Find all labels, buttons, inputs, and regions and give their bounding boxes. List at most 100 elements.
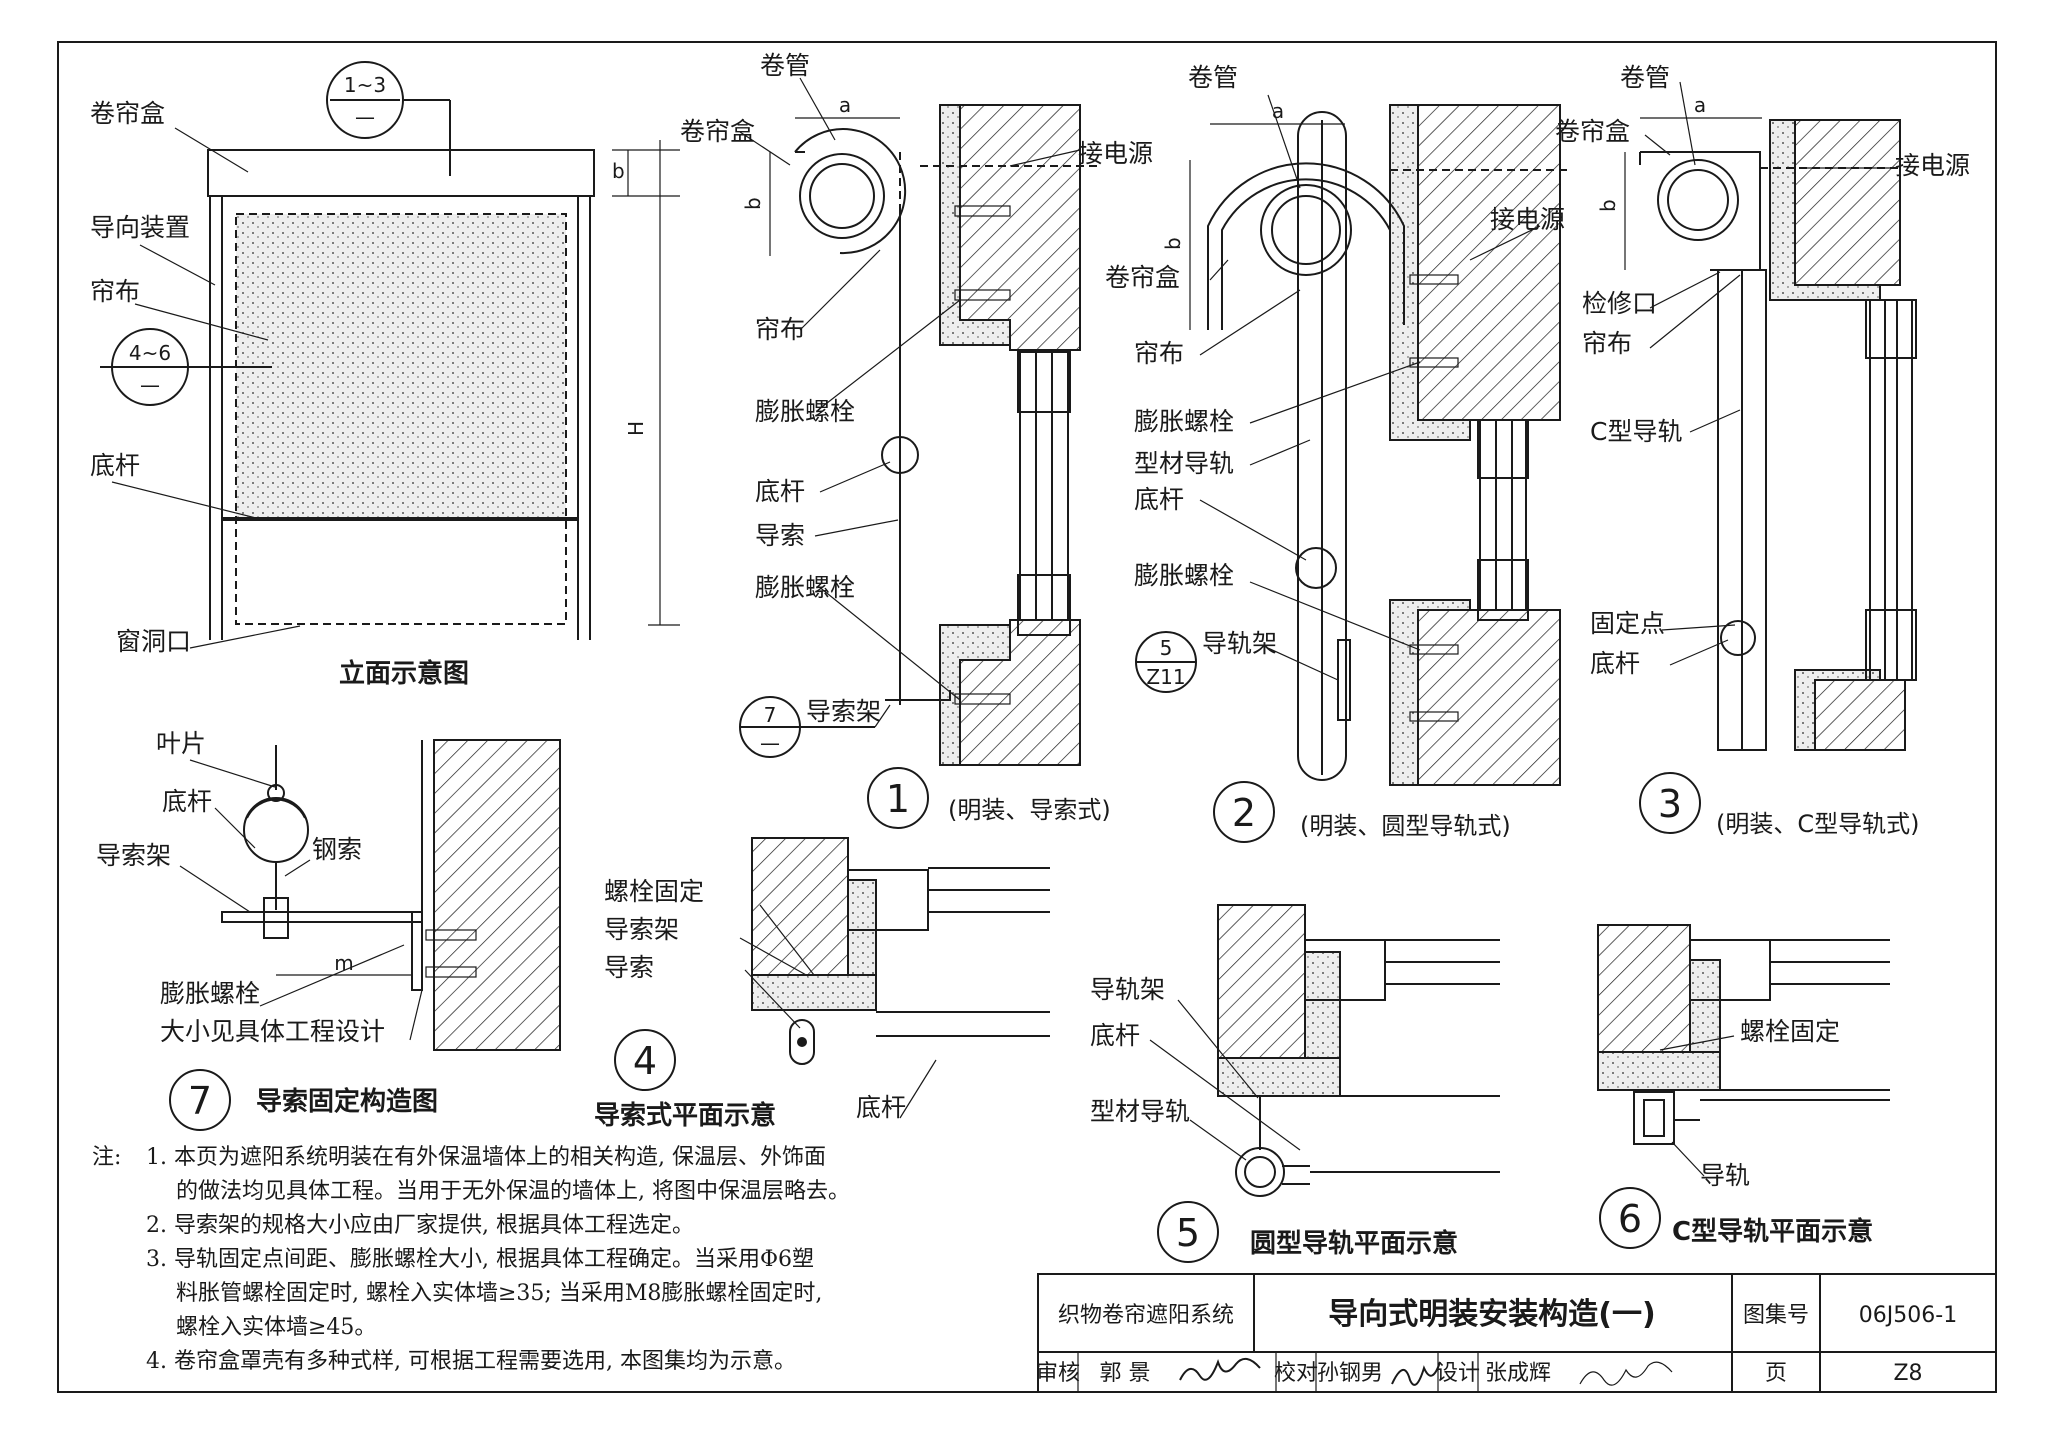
d7-dim-m: m <box>334 951 353 975</box>
d2-caption: (明装、圆型导轨式) <box>1300 812 1511 840</box>
tb-title: 导向式明装安装构造(一) <box>1328 1297 1655 1332</box>
elev-dim-h: H <box>624 421 648 436</box>
d7-number-circle <box>169 1069 231 1131</box>
box-body <box>207 149 595 197</box>
d7-label-bottom-bar: 底杆 <box>162 787 212 816</box>
detail-3: a b 卷管 卷帘盒 接电源 检修口 帘布 C型导轨 固定点 底杆 3 (明装、… <box>1555 63 1970 838</box>
callout-side-dash: — <box>140 373 160 397</box>
note-line-5: 料胀管螺栓固定时, 螺栓入实体墙≥35; 当采用M8膨胀螺栓固定时, <box>176 1281 822 1306</box>
d6-number: 6 <box>1618 1197 1642 1241</box>
d6-label-bolt-fix: 螺栓固定 <box>1740 1017 1840 1046</box>
d7-label-wire: 钢索 <box>312 835 362 864</box>
detail-6: 螺栓固定 导轨 6 C型导轨平面示意 <box>1597 924 1890 1249</box>
d2-label-tube: 卷管 <box>1188 63 1238 92</box>
d2-dim-a: a <box>1272 99 1284 123</box>
d3-dim-b: b <box>1596 199 1620 212</box>
callout-side-number: 4~6 <box>129 341 171 365</box>
tb-page-label: 页 <box>1765 1361 1787 1386</box>
d7-number: 7 <box>188 1079 212 1123</box>
tb-page-no: Z8 <box>1893 1361 1922 1386</box>
d7-caption: 导索固定构造图 <box>256 1086 438 1117</box>
window-opening <box>235 213 567 625</box>
d6-caption: C型导轨平面示意 <box>1672 1216 1873 1247</box>
d4-label-bolt-fix: 螺栓固定 <box>604 877 704 906</box>
d2-callout-sheet: Z11 <box>1146 665 1185 689</box>
note-line-1: 1. 本页为遮阳系统明装在有外保温墙体上的相关构造, 保温层、外饰面 <box>146 1145 826 1170</box>
tb-design-label: 设计 <box>1436 1361 1480 1386</box>
d3-label-power: 接电源 <box>1895 151 1970 180</box>
d3-dim-a: a <box>1694 93 1706 117</box>
d4-label-cable: 导索 <box>604 953 654 982</box>
d5-label-rail-bracket: 导轨架 <box>1090 975 1165 1004</box>
note-line-4: 3. 导轨固定点间距、膨胀螺栓大小, 根据具体工程确定。当采用Φ6塑 <box>146 1247 814 1272</box>
d3-caption: (明装、C型导轨式) <box>1716 810 1919 838</box>
notes: 注: 1. 本页为遮阳系统明装在有外保温墙体上的相关构造, 保温层、外饰面 的做… <box>92 1145 850 1374</box>
d3-label-fabric: 帘布 <box>1582 329 1632 358</box>
tb-check-signature <box>1391 1361 1441 1386</box>
tb-designer: 张成辉 <box>1485 1361 1551 1386</box>
d1-label-fabric: 帘布 <box>755 315 805 344</box>
d3-number: 3 <box>1658 782 1682 826</box>
elevation-diagram: 1~3 — 4~6 — b H 卷帘盒 导向装置 帘布 底杆 窗洞口 立面示意图 <box>90 61 680 689</box>
d6-label-rail: 导轨 <box>1700 1161 1750 1190</box>
d7-label-bracket: 导索架 <box>96 841 171 870</box>
d1-callout-dash: — <box>760 731 780 755</box>
d1-label-bracket: 导索架 <box>806 697 881 726</box>
tb-atlas-label: 图集号 <box>1743 1303 1809 1328</box>
elev-dim-b: b <box>612 159 625 183</box>
d1-callout-number: 7 <box>764 703 777 727</box>
notes-prefix: 注: <box>92 1145 121 1170</box>
d2-number-circle <box>1213 781 1275 843</box>
d1-label-power: 接电源 <box>1078 139 1153 168</box>
d2-label-rail: 型材导轨 <box>1134 449 1234 478</box>
elev-label-guide: 导向装置 <box>90 213 190 242</box>
d7-label-bolt-note: 大小见具体工程设计 <box>160 1017 385 1046</box>
d2-label-bottom-bar: 底杆 <box>1134 485 1184 514</box>
tb-review-signature <box>1179 1357 1261 1381</box>
d1-dim-a: a <box>839 93 851 117</box>
d4-label-bottom-bar: 底杆 <box>856 1093 906 1122</box>
d5-label-rail: 型材导轨 <box>1090 1097 1190 1126</box>
callout-top <box>326 61 404 139</box>
d1-label-tube: 卷管 <box>760 51 810 80</box>
d2-label-bolt2: 膨胀螺栓 <box>1134 561 1234 590</box>
tb-review-label: 审核 <box>1036 1361 1080 1386</box>
d3-label-fixed-point: 固定点 <box>1590 609 1665 638</box>
detail-2: a b 卷管 接电源 卷帘盒 帘布 膨胀螺栓 型材导轨 底杆 膨胀螺栓 5 Z1… <box>1105 63 1570 843</box>
d1-number-circle <box>867 767 929 829</box>
d5-caption: 圆型导轨平面示意 <box>1250 1228 1458 1259</box>
d3-label-box: 卷帘盒 <box>1555 117 1630 146</box>
d3-label-tube: 卷管 <box>1620 63 1670 92</box>
detail-1: a b 卷管 卷帘盒 接电源 帘布 膨胀螺栓 底杆 导索 膨胀螺栓 7 — 导索… <box>680 51 1153 829</box>
tb-atlas-no: 06J506-1 <box>1859 1303 1957 1328</box>
d2-dim-b: b <box>1161 237 1185 250</box>
d1-number: 1 <box>886 777 910 821</box>
d2-label-rail-bracket: 导轨架 <box>1202 629 1277 658</box>
d6-number-circle <box>1599 1187 1661 1249</box>
d5-number-circle <box>1157 1201 1219 1263</box>
elev-label-bottom-bar: 底杆 <box>90 451 140 480</box>
d1-label-bolt2: 膨胀螺栓 <box>755 573 855 602</box>
d2-label-box: 卷帘盒 <box>1105 263 1180 292</box>
note-line-3: 2. 导索架的规格大小应由厂家提供, 根据具体工程选定。 <box>146 1213 694 1238</box>
tb-reviewer: 郭 景 <box>1100 1361 1151 1386</box>
callout-side <box>111 328 189 406</box>
elev-label-fabric: 帘布 <box>90 277 140 306</box>
d2-label-bolt1: 膨胀螺栓 <box>1134 407 1234 436</box>
elev-label-box: 卷帘盒 <box>90 99 165 128</box>
tb-system: 织物卷帘遮阳系统 <box>1058 1303 1234 1328</box>
d5-label-bottom-bar: 底杆 <box>1090 1021 1140 1050</box>
d4-number: 4 <box>633 1039 657 1083</box>
d4-label-bracket: 导索架 <box>604 915 679 944</box>
d1-label-cable: 导索 <box>755 521 805 550</box>
d7-label-bolt: 膨胀螺栓 <box>160 979 260 1008</box>
callout-top-number: 1~3 <box>344 73 386 97</box>
d3-label-bottom-bar: 底杆 <box>1590 649 1640 678</box>
d1-label-bolt1: 膨胀螺栓 <box>755 397 855 426</box>
fabric-area <box>236 214 566 519</box>
tb-design-signature <box>1579 1361 1673 1386</box>
callout-top-dash: — <box>355 105 375 129</box>
tb-checker: 孙钢男 <box>1317 1361 1383 1386</box>
d1-label-bottom-bar: 底杆 <box>755 477 805 506</box>
